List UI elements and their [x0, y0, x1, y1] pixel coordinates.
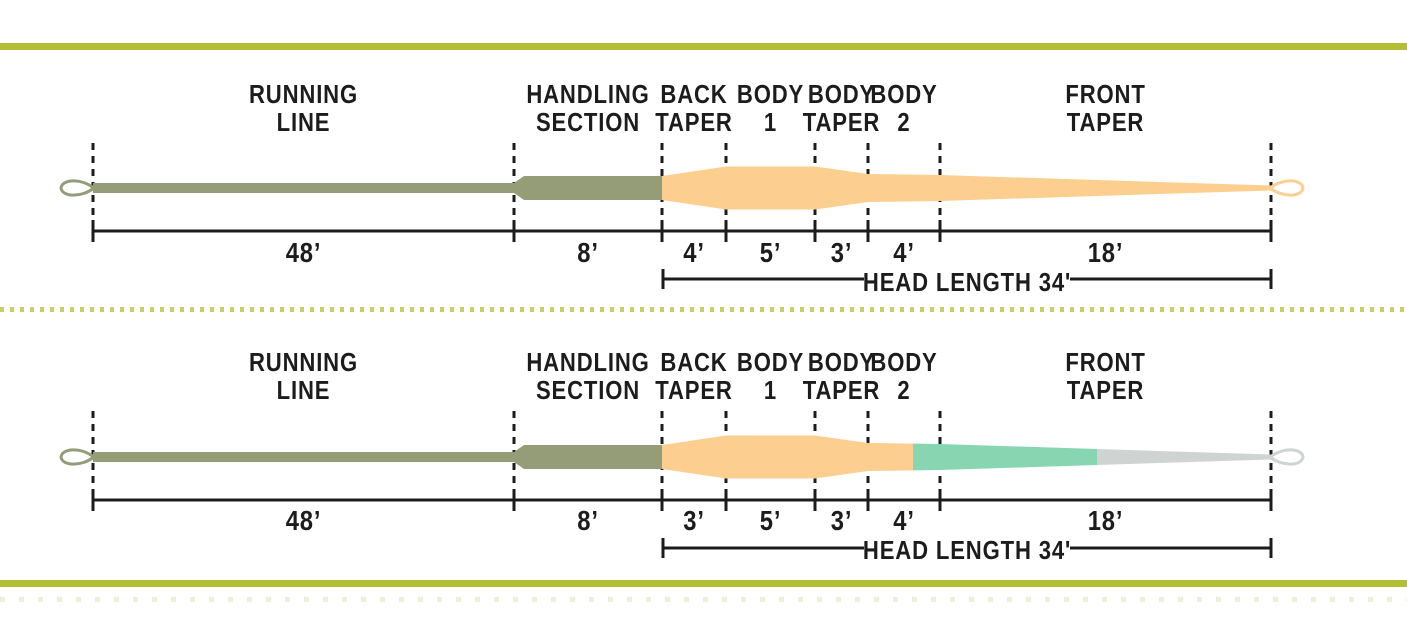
line-color-segment-head-orange — [662, 166, 1271, 210]
section-label: FRONT — [1065, 348, 1145, 377]
section-label: BODY — [870, 348, 937, 377]
measurement-label: 48’ — [286, 504, 322, 536]
section-label: TAPER — [803, 108, 880, 137]
section-label: TAPER — [1067, 108, 1144, 137]
section-label: SECTION — [536, 376, 640, 405]
section-separator-dotted — [0, 307, 1407, 312]
section-label: SECTION — [536, 108, 640, 137]
line-color-segment-running-line-olive — [93, 435, 662, 479]
welded-loop-left — [59, 448, 97, 466]
line-color-segment-body-orange — [662, 435, 913, 479]
head-length-label: HEAD LENGTH 34' — [863, 536, 1071, 565]
section-label: RUNNING — [249, 80, 358, 109]
section-label: 1 — [764, 108, 777, 137]
section-label: RUNNING — [249, 348, 358, 377]
section-label: BODY — [808, 80, 875, 109]
measurement-label: 48’ — [286, 236, 322, 268]
section-label: TAPER — [655, 108, 732, 137]
measurement-label: 5’ — [760, 504, 782, 536]
taper-diagram-line-2: RUNNINGLINE48’HANDLINGSECTION8’BACKTAPER… — [59, 348, 1305, 565]
section-label: BODY — [870, 80, 937, 109]
line-color-segment-running-line-olive — [93, 166, 662, 210]
measurement-label: 8’ — [577, 236, 599, 268]
section-label: FRONT — [1065, 80, 1145, 109]
welded-loop-right — [1267, 448, 1305, 466]
section-label: HANDLING — [526, 80, 649, 109]
welded-loop-left — [59, 179, 97, 197]
section-label: LINE — [277, 108, 331, 137]
section-label: BODY — [737, 348, 804, 377]
measurement-label: 4’ — [683, 236, 705, 268]
measurement-label: 18’ — [1088, 504, 1124, 536]
taper-diagram-line-1: RUNNINGLINE48’HANDLINGSECTION8’BACKTAPER… — [59, 80, 1305, 297]
footer-faint-dots — [0, 597, 1407, 602]
section-label: BODY — [808, 348, 875, 377]
bottom-accent-bar — [0, 580, 1407, 587]
measurement-label: 5’ — [760, 236, 782, 268]
measurement-label: 3’ — [683, 504, 705, 536]
measurement-label: 3’ — [831, 504, 853, 536]
section-label: LINE — [277, 376, 331, 405]
welded-loop-right — [1267, 179, 1305, 197]
section-label: TAPER — [655, 376, 732, 405]
section-label: BACK — [660, 348, 727, 377]
measurement-label: 18’ — [1088, 236, 1124, 268]
measurement-label: 4’ — [893, 504, 915, 536]
section-label: 1 — [764, 376, 777, 405]
section-label: TAPER — [803, 376, 880, 405]
section-label: 2 — [897, 376, 910, 405]
measurement-label: 4’ — [893, 236, 915, 268]
section-label: HANDLING — [526, 348, 649, 377]
measurement-label: 8’ — [577, 504, 599, 536]
measurement-label: 3’ — [831, 236, 853, 268]
section-label: BACK — [660, 80, 727, 109]
section-label: BODY — [737, 80, 804, 109]
section-label: 2 — [897, 108, 910, 137]
head-length-label: HEAD LENGTH 34' — [863, 268, 1071, 297]
top-accent-bar — [0, 43, 1407, 50]
section-label: TAPER — [1067, 376, 1144, 405]
line-color-segment-tip-gray — [1097, 435, 1271, 479]
